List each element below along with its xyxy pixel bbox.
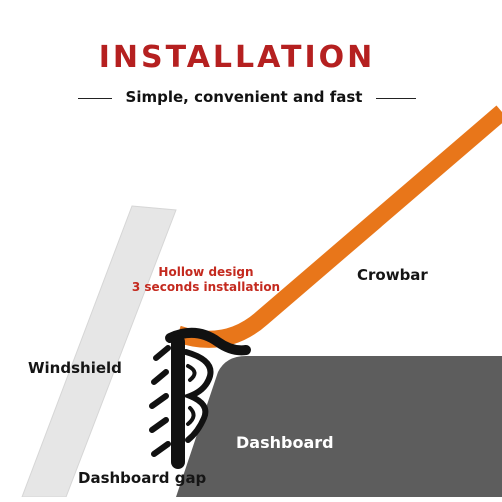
dashboard-panel (176, 356, 502, 497)
dashboard-label: Dashboard (236, 433, 334, 452)
windshield-label: Windshield (28, 359, 122, 377)
crowbar-tool (175, 105, 502, 348)
feature-line-hollow-design: Hollow design (158, 265, 254, 279)
subtitle-divider-left (78, 98, 112, 99)
feature-line-install-time: 3 seconds installation (131, 280, 281, 294)
feature-callout: Hollow design 3 seconds installation (126, 265, 286, 295)
crowbar-label: Crowbar (357, 266, 428, 284)
subtitle-divider-right (376, 98, 416, 99)
page-subtitle: Simple, convenient and fast (125, 88, 363, 106)
seal-strip (149, 327, 251, 469)
page-title: INSTALLATION (98, 40, 376, 75)
dashboard-gap-label: Dashboard gap (78, 469, 207, 487)
